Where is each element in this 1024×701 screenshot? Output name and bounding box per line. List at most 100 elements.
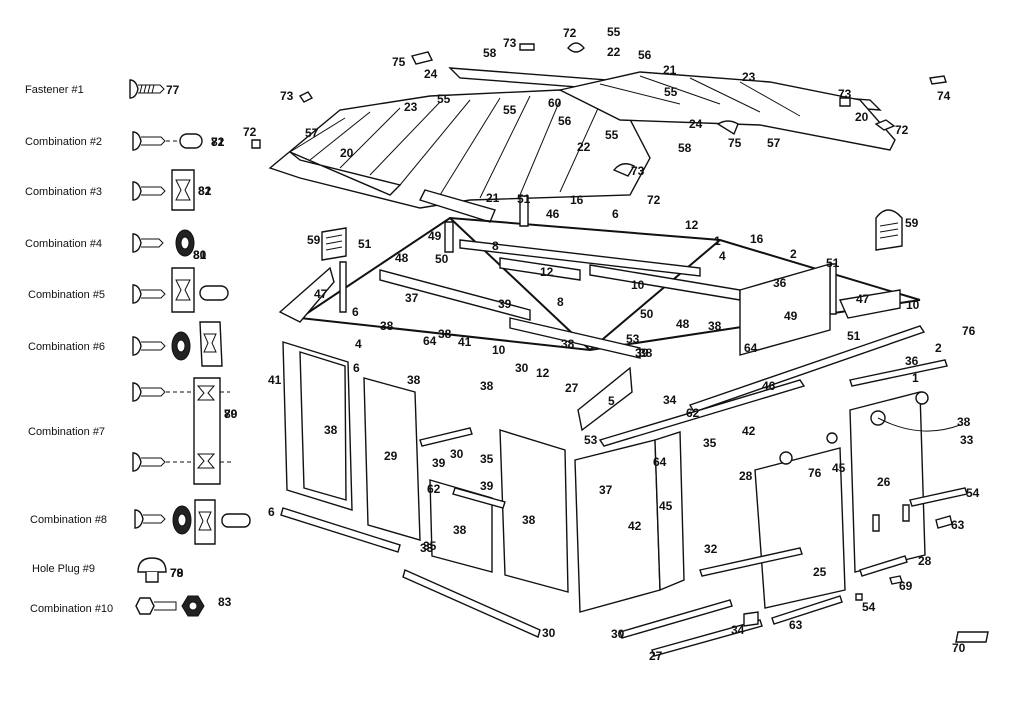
part-callout: 63 — [951, 518, 965, 532]
legend-part-3: 81 — [198, 184, 212, 198]
part-callout: 34 — [663, 393, 677, 407]
part-callout: 48 — [676, 317, 690, 331]
part-callout: 36 — [905, 354, 919, 368]
part-callout: 58 — [483, 46, 497, 60]
part-callout: 24 — [689, 117, 703, 131]
part-callout: 50 — [435, 252, 449, 266]
spacer-icon — [199, 285, 229, 301]
part-callout: 30 — [450, 447, 464, 461]
part-callout: 37 — [599, 483, 613, 497]
screw-icon — [132, 233, 164, 253]
legend-part-2: 82 — [211, 135, 225, 149]
part-callout: 29 — [384, 449, 398, 463]
part-callout: 36 — [773, 276, 787, 290]
clip-73-icon — [298, 91, 314, 103]
part-callout: 25 — [813, 565, 827, 579]
bracket-plate-icon — [171, 267, 195, 313]
part-callout: 57 — [305, 126, 319, 140]
part-callout: 35 — [480, 452, 494, 466]
part-callout: 74 — [937, 89, 951, 103]
part-callout: 55 — [607, 25, 621, 39]
part-callout: 6 — [612, 207, 619, 221]
part-callout: 56 — [558, 114, 572, 128]
part-callout: 38 — [561, 337, 575, 351]
part-callout: 75 — [728, 136, 742, 150]
part-callout: 6 — [353, 361, 360, 375]
washer-icon — [172, 505, 192, 535]
part-callout: 53 — [584, 433, 598, 447]
part-callout: 38 — [708, 319, 722, 333]
legend-label-6: Combination #6 — [28, 341, 105, 353]
part-callout: 53 — [626, 332, 640, 346]
part-callout: 75 — [392, 55, 406, 69]
part-callout: 6 — [268, 505, 275, 519]
part-callout: 38 — [407, 373, 421, 387]
part-callout: 73 — [503, 36, 517, 50]
part-callout: 42 — [628, 519, 642, 533]
part-callout: 76 — [962, 324, 976, 338]
part-callout: 35 — [703, 436, 717, 450]
part-callout: 22 — [577, 140, 591, 154]
part-callout: 35 — [423, 539, 437, 553]
part-callout: 64 — [744, 341, 758, 355]
part-callout: 26 — [877, 475, 891, 489]
legend-part-1: 77 — [166, 83, 180, 97]
part-callout: 24 — [424, 67, 438, 81]
legend-label-7: Combination #7 — [28, 426, 105, 438]
part-callout: 50 — [640, 307, 654, 321]
part-callout: 72 — [243, 125, 257, 139]
legend-part-9: 78 — [170, 566, 184, 580]
part-callout: 56 — [638, 48, 652, 62]
part-callout: 64 — [653, 455, 667, 469]
part-callout: 46 — [546, 207, 560, 221]
part-callout: 41 — [268, 373, 282, 387]
part-callout: 2 — [935, 341, 942, 355]
part-callout: 69 — [899, 579, 913, 593]
part-callout: 39 — [635, 346, 649, 360]
part-callout: 54 — [966, 486, 980, 500]
roof-assembly — [251, 42, 947, 223]
part-callout: 30 — [542, 626, 556, 640]
bracket-plate-icon — [199, 321, 223, 367]
part-callout: 72 — [895, 123, 909, 137]
part-callout: 38 — [639, 346, 653, 360]
part-callout: 47 — [314, 287, 328, 301]
part-callout: 6 — [352, 305, 359, 319]
part-callout: 39 — [432, 456, 446, 470]
part-callout: 45 — [832, 461, 846, 475]
part-callout: 59 — [905, 216, 919, 230]
part-callout: 23 — [404, 100, 418, 114]
vent-icon — [321, 227, 347, 261]
part-callout: 62 — [686, 406, 700, 420]
part-callout: 23 — [742, 70, 756, 84]
part-callout: 10 — [631, 278, 645, 292]
washer-icon — [171, 331, 191, 361]
part-callout: 33 — [420, 541, 434, 555]
part-callout: 4 — [355, 337, 362, 351]
part-callout: 46 — [762, 379, 776, 393]
part-callout: 64 — [423, 334, 437, 348]
legend-label-9: Hole Plug #9 — [32, 563, 95, 575]
part-callout: 34 — [731, 623, 745, 637]
part-callout: 72 — [647, 193, 661, 207]
legend-label-1: Fastener #1 — [25, 84, 84, 96]
part-callout: 5 — [608, 394, 615, 408]
part-callout: 4 — [719, 249, 726, 263]
part-callout: 8 — [557, 295, 564, 309]
part-callout: 60 — [548, 96, 562, 110]
part-callout: 55 — [664, 85, 678, 99]
part-callout: 62 — [427, 482, 441, 496]
fastener-legend: Fastener #1 77 Combination #2 82 Combina… — [25, 79, 251, 617]
screw-icon — [132, 382, 196, 472]
part-callout: 45 — [659, 499, 673, 513]
part-callout: 28 — [918, 554, 932, 568]
vent-icon — [875, 209, 903, 251]
part-callout: 49 — [784, 309, 798, 323]
part-callout: 51 — [847, 329, 861, 343]
part-callout: 38 — [324, 423, 338, 437]
screw-icon — [132, 336, 166, 356]
screw-icon — [132, 284, 166, 304]
part-callout: 30 — [611, 627, 625, 641]
part-callout: 32 — [704, 542, 718, 556]
part-callout: 80 — [224, 407, 238, 421]
